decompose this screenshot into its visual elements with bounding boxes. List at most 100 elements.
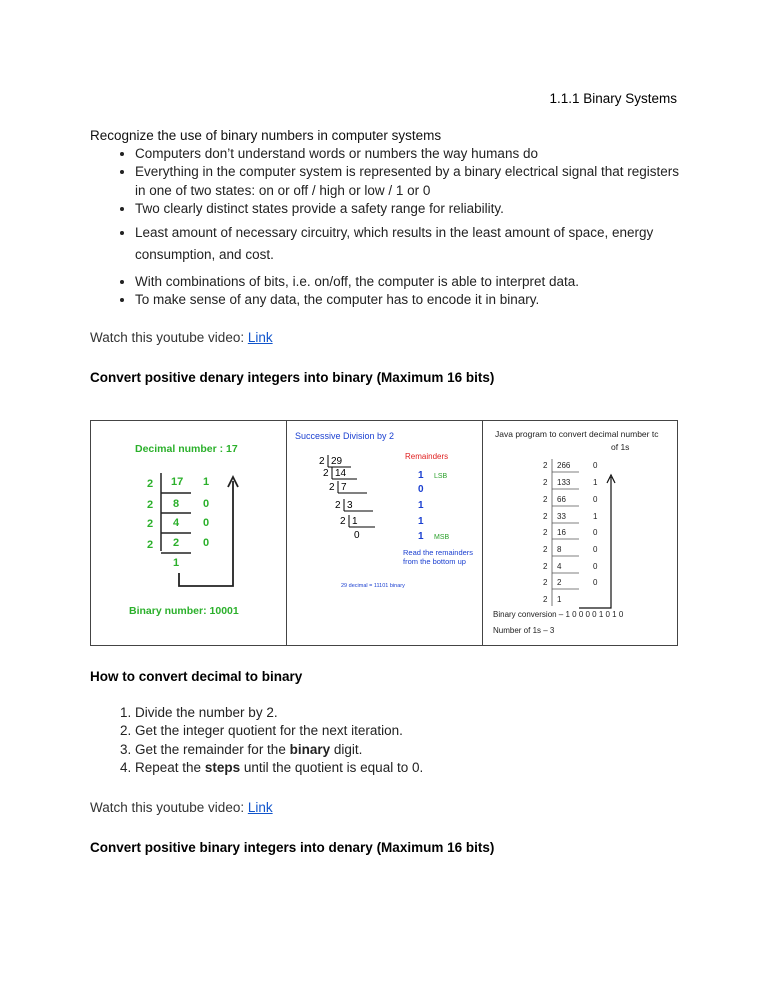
quotient-label: 17 [171, 476, 183, 488]
video-link-2[interactable]: Link [247, 800, 273, 816]
ones-count-result: Number of 1s – 3 [493, 626, 555, 635]
panel2-diagram: Successive Division by 2 2 29 2 14 2 7 2… [295, 431, 473, 589]
division-bracket-lines [551, 459, 579, 606]
list-item: Everything in the computer system is rep… [135, 163, 680, 199]
quotient-label: 16 [557, 528, 566, 537]
remainder-digit: 1 [418, 500, 424, 511]
quotient-label: 2 [173, 537, 179, 549]
binary-conversion-result: Binary conversion – 1 0 0 0 0 1 0 1 0 [493, 610, 624, 619]
division-dividend: 14 [335, 468, 347, 479]
step-text: Get the integer quotient for the next it… [135, 723, 403, 739]
quotient-label: 8 [557, 545, 562, 554]
division-divisor: 2 [340, 516, 346, 527]
quotient-label: 8 [173, 498, 179, 510]
remainder-digit: 1 [418, 531, 424, 542]
remainders-label: Remainders [405, 452, 448, 461]
video-prompt-2: Watch this youtube video: Link [90, 799, 680, 817]
lsb-label: LSB [434, 473, 448, 480]
division-dividend: 7 [341, 482, 347, 493]
remainder-label: 1 [593, 512, 598, 521]
figure-panel-decimal-266: Java program to convert decimal number t… [483, 421, 677, 645]
video-prompt-text: Watch this youtube video: [90, 800, 248, 816]
quotient-label: 266 [557, 461, 571, 470]
list-item: Get the remainder for the binary digit. [135, 741, 680, 759]
division-divisor: 2 [319, 456, 325, 467]
divisor-label: 2 [147, 539, 153, 551]
list-item: Repeat the steps until the quotient is e… [135, 759, 680, 777]
video-link-1[interactable]: Link [247, 330, 273, 346]
divisor-label: 2 [147, 518, 153, 530]
remainder-label: 0 [593, 545, 598, 554]
remainder-label: 0 [593, 461, 598, 470]
remainder-label: 0 [203, 498, 209, 510]
list-item: Computers don’t understand words or numb… [135, 145, 680, 163]
read-direction-arrow [579, 473, 616, 609]
remainder-label: 0 [593, 495, 598, 504]
remainder-label: 0 [203, 537, 209, 549]
remainder-label: 1 [593, 478, 598, 487]
step-text-end: until the quotient is equal to 0. [240, 759, 424, 775]
division-lines [327, 455, 375, 528]
figure-panel-decimal-17: Decimal number : 17 2 2 2 2 17 8 4 2 1 1… [91, 421, 287, 645]
step-text: Repeat the [135, 759, 205, 775]
document-body: Recognize the use of binary numbers in c… [90, 127, 680, 388]
remainder-label: 0 [593, 578, 598, 587]
remainder-label: 0 [593, 562, 598, 571]
remainder-digit: 1 [418, 470, 424, 481]
remainder-digit: 0 [418, 484, 424, 495]
section-heading-binary-to-denary: Convert positive binary integers into de… [90, 840, 495, 856]
video-prompt-text: Watch this youtube video: [90, 330, 248, 346]
list-item: Least amount of necessary circuitry, whi… [135, 218, 680, 273]
panel3-diagram: Java program to convert decimal number t… [493, 429, 659, 635]
quotient-label: 4 [557, 562, 562, 571]
divisor-label: 2 [543, 461, 548, 470]
divisor-label: 2 [543, 512, 548, 521]
divisor-label: 2 [543, 528, 548, 537]
remainder-digit: 1 [418, 516, 424, 527]
conversion-steps-list: Divide the number by 2. Get the integer … [90, 704, 680, 777]
panel1-result: Binary number: 10001 [129, 605, 239, 617]
msb-label: MSB [434, 534, 450, 541]
intro-bullet-list: Computers don’t understand words or numb… [90, 145, 680, 309]
read-direction-arrow [178, 474, 239, 587]
list-item: Get the integer quotient for the next it… [135, 722, 680, 740]
document-body-lower: How to convert decimal to binary Divide … [90, 668, 680, 858]
divisor-label: 2 [543, 545, 548, 554]
figure-panel-decimal-29: Successive Division by 2 2 29 2 14 2 7 2… [287, 421, 483, 645]
division-dividend: 1 [352, 516, 358, 527]
divisor-label: 2 [543, 562, 548, 571]
quotient-label: 133 [557, 478, 571, 487]
panel1-diagram: Decimal number : 17 2 2 2 2 17 8 4 2 1 1… [129, 443, 239, 617]
panel1-title: Decimal number : 17 [135, 443, 238, 455]
remainder-label: 1 [203, 476, 209, 488]
section-heading-denary-to-binary: Convert positive denary integers into bi… [90, 370, 495, 386]
page-header: 1.1.1 Binary Systems [549, 91, 677, 106]
quotient-label: 66 [557, 495, 566, 504]
division-dividend: 3 [347, 500, 353, 511]
quotient-label: 33 [557, 512, 566, 521]
division-bracket-lines [160, 473, 191, 554]
video-prompt-1: Watch this youtube video: Link [90, 329, 680, 347]
read-note-line2: from the bottom up [403, 557, 466, 566]
list-item: Two clearly distinct states provide a sa… [135, 200, 680, 218]
quotient-label: 2 [557, 578, 562, 587]
conversion-figure: Decimal number : 17 2 2 2 2 17 8 4 2 1 1… [90, 420, 678, 646]
division-divisor: 2 [335, 500, 341, 511]
step-emphasis: steps [204, 759, 241, 775]
division-dividend: 29 [331, 456, 343, 467]
divisor-label: 2 [543, 578, 548, 587]
step-emphasis: binary [289, 741, 331, 757]
step-text: Divide the number by 2. [135, 705, 278, 721]
panel2-footer: 29 decimal = 11101 binary [341, 583, 405, 589]
list-item: With combinations of bits, i.e. on/off, … [135, 273, 680, 291]
read-note-line1: Read the remainders [403, 548, 473, 557]
section-heading-how-to-convert: How to convert decimal to binary [90, 669, 303, 684]
division-divisor: 2 [329, 482, 335, 493]
quotient-label: 1 [557, 595, 562, 604]
remainder-label: 0 [593, 528, 598, 537]
list-item: To make sense of any data, the computer … [135, 291, 680, 309]
panel2-title: Successive Division by 2 [295, 431, 394, 441]
panel3-title-line1: Java program to convert decimal number t… [495, 429, 659, 439]
division-divisor: 2 [323, 468, 329, 479]
intro-subhead: Recognize the use of binary numbers in c… [90, 128, 442, 143]
